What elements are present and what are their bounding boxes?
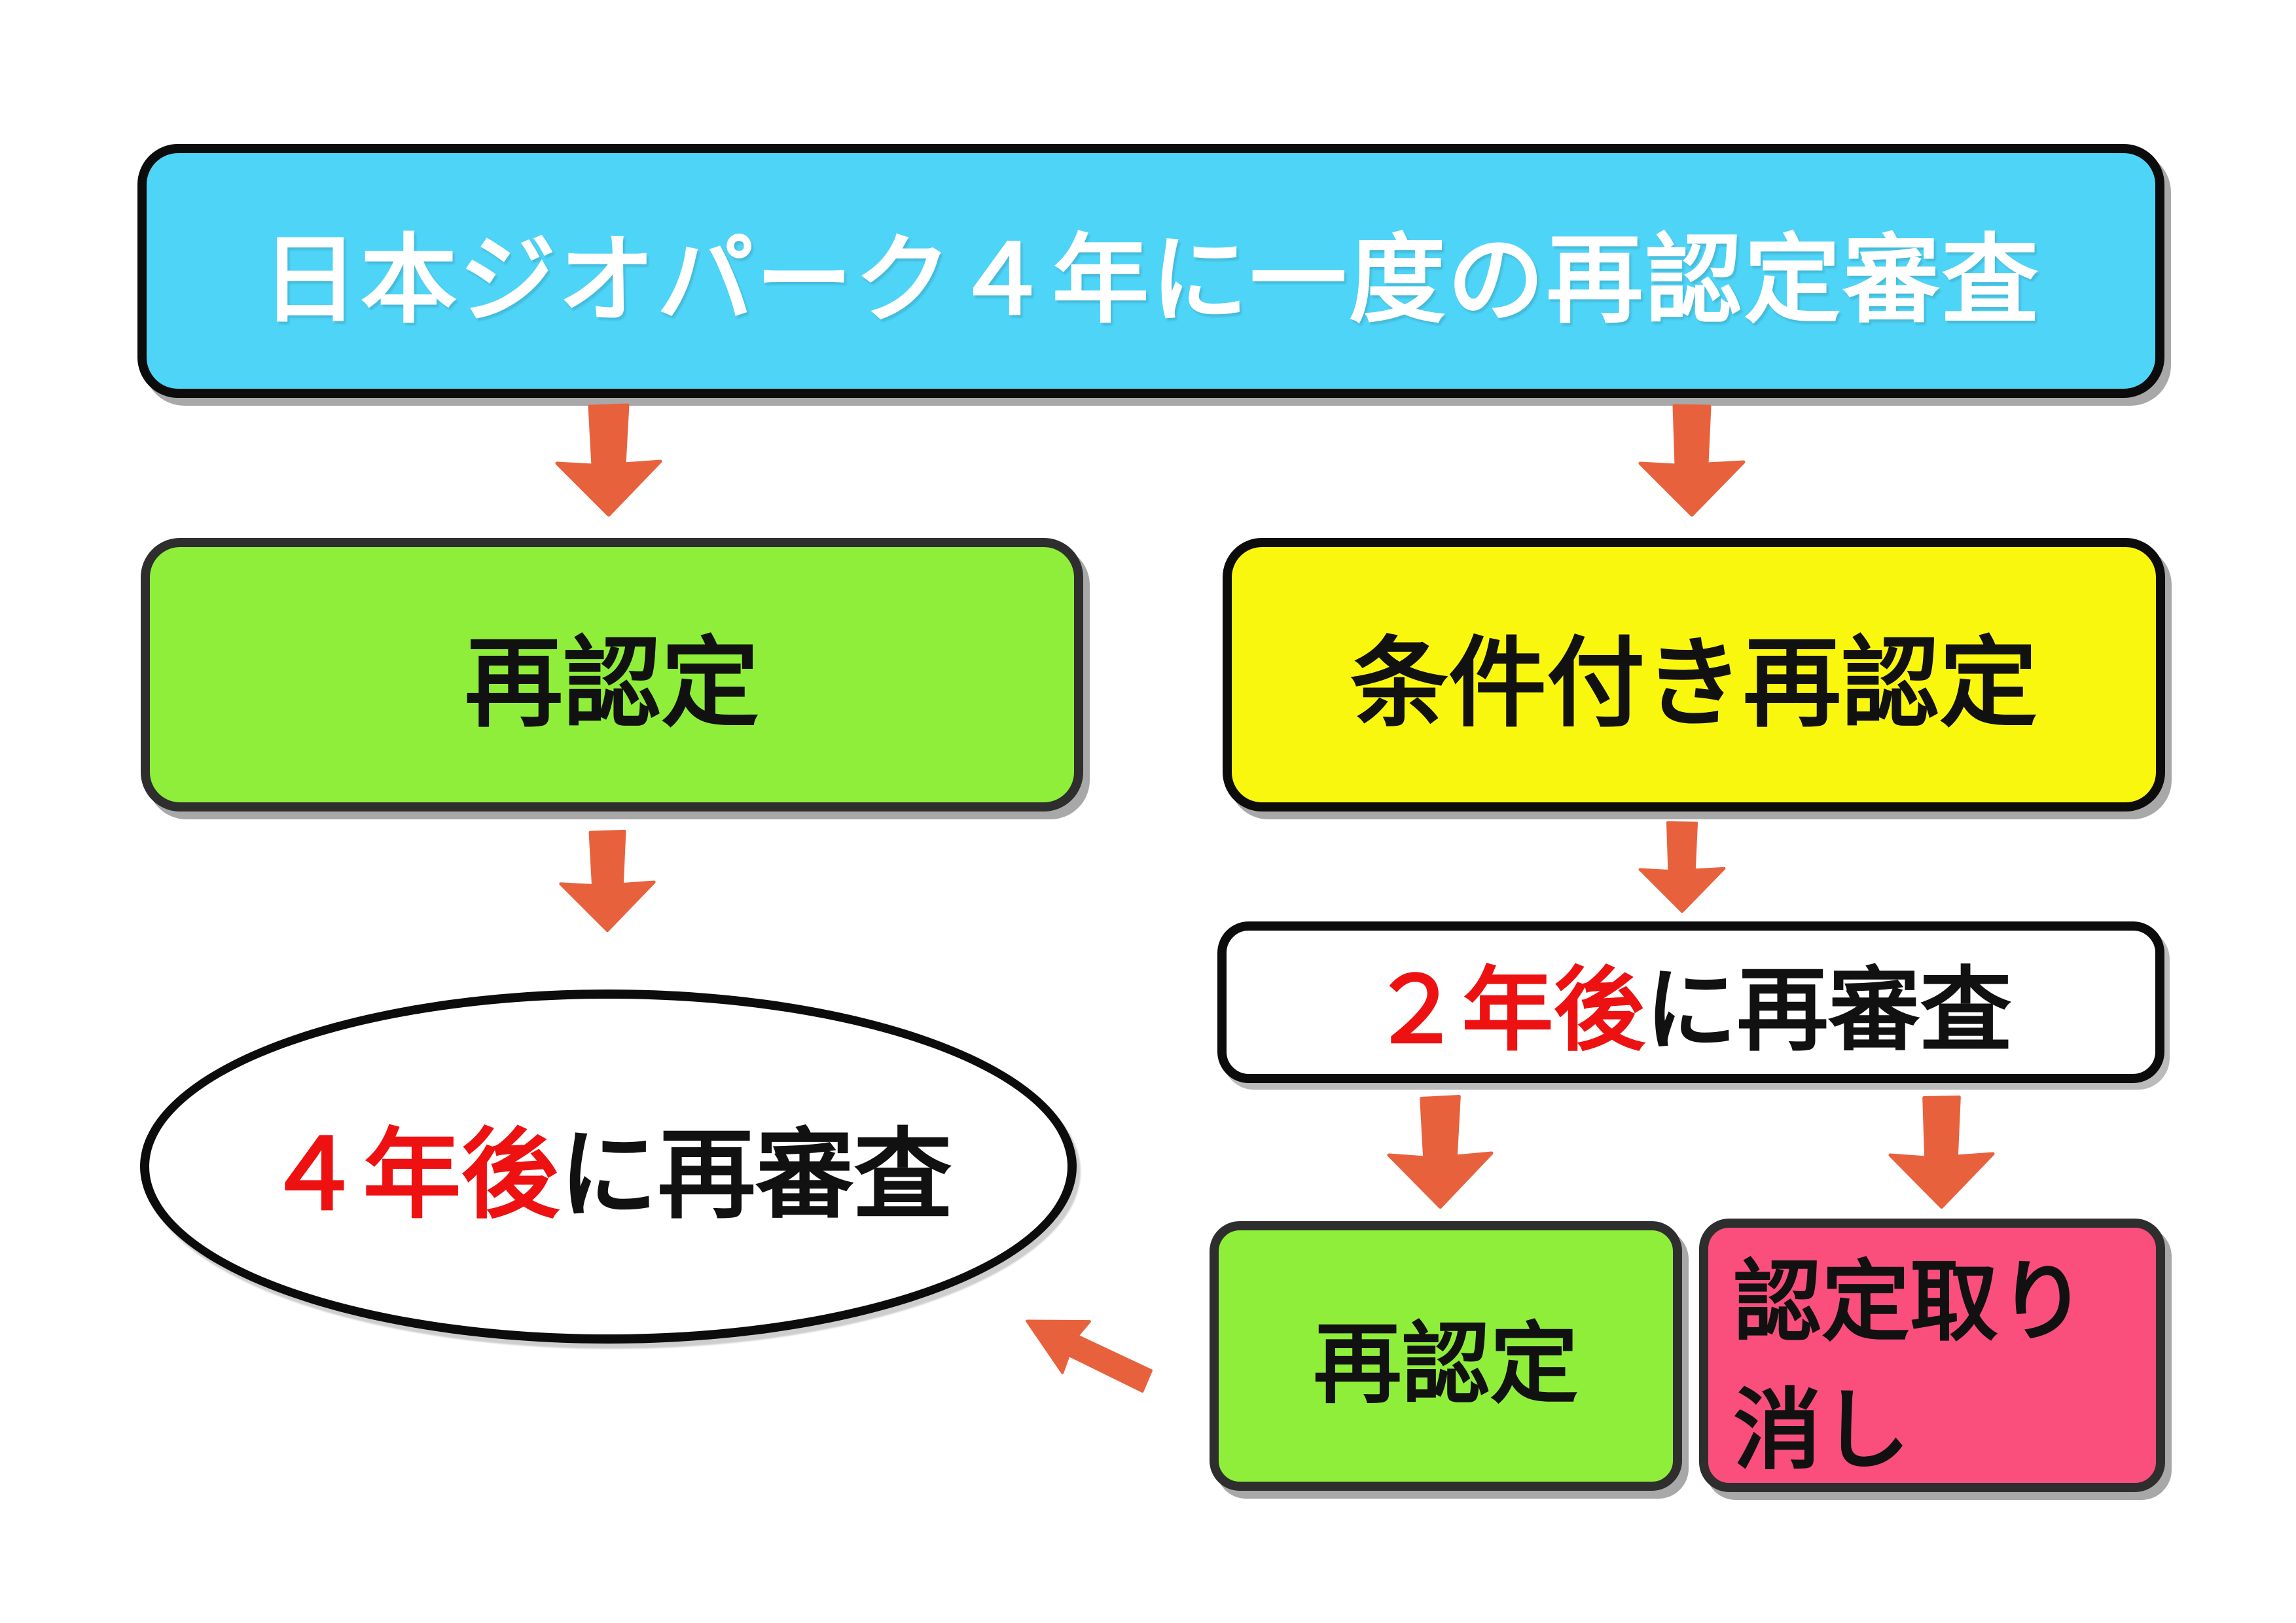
arrow-up-left-recertified-to-four-year-icon [1026, 1319, 1153, 1393]
node-recertified-label: 再認定 [464, 628, 759, 738]
node-title: 日本ジオパーク４年に一度の再認定審査 [137, 144, 2164, 398]
node-recertified-small-label: 再認定 [1313, 1315, 1579, 1414]
arrow-down-two-year-to-recertified-icon [1387, 1095, 1494, 1209]
node-revoked-line1: 認定取り [1733, 1253, 2087, 1351]
node-two-year-review: ２年後に再審査 [1217, 921, 2164, 1083]
node-conditional-label: 条件付き再認定 [1350, 628, 2037, 738]
four-year-rest: に再審査 [559, 1120, 952, 1230]
four-year-highlight: ４年後 [264, 1120, 560, 1230]
two-year-rest: に再審査 [1645, 958, 2012, 1061]
node-four-year-review: ４年後に再審査 [140, 990, 1077, 1344]
node-recertified: 再認定 [141, 538, 1083, 812]
two-year-highlight: ２年後 [1370, 958, 1645, 1061]
arrow-down-title-to-recertified-icon [555, 403, 662, 517]
arrow-down-conditional-to-two-year-icon [1638, 821, 1726, 913]
node-four-year-review-label: ４年後に再審査 [264, 1096, 952, 1238]
arrow-down-two-year-to-revoked-icon [1888, 1096, 1995, 1209]
node-title-label: 日本ジオパーク４年に一度の再認定審査 [261, 226, 2041, 334]
node-recertified-small: 再認定 [1210, 1221, 1682, 1491]
node-certification-revoked: 認定取り 消し [1699, 1219, 2165, 1492]
node-revoked-line2: 消し [1733, 1380, 1910, 1480]
arrow-down-title-to-conditional-icon [1638, 404, 1746, 517]
arrow-down-recertified-to-four-year-icon [559, 829, 656, 933]
node-conditional-recertification: 条件付き再認定 [1223, 538, 2165, 812]
node-two-year-review-label: ２年後に再審査 [1370, 936, 2011, 1069]
